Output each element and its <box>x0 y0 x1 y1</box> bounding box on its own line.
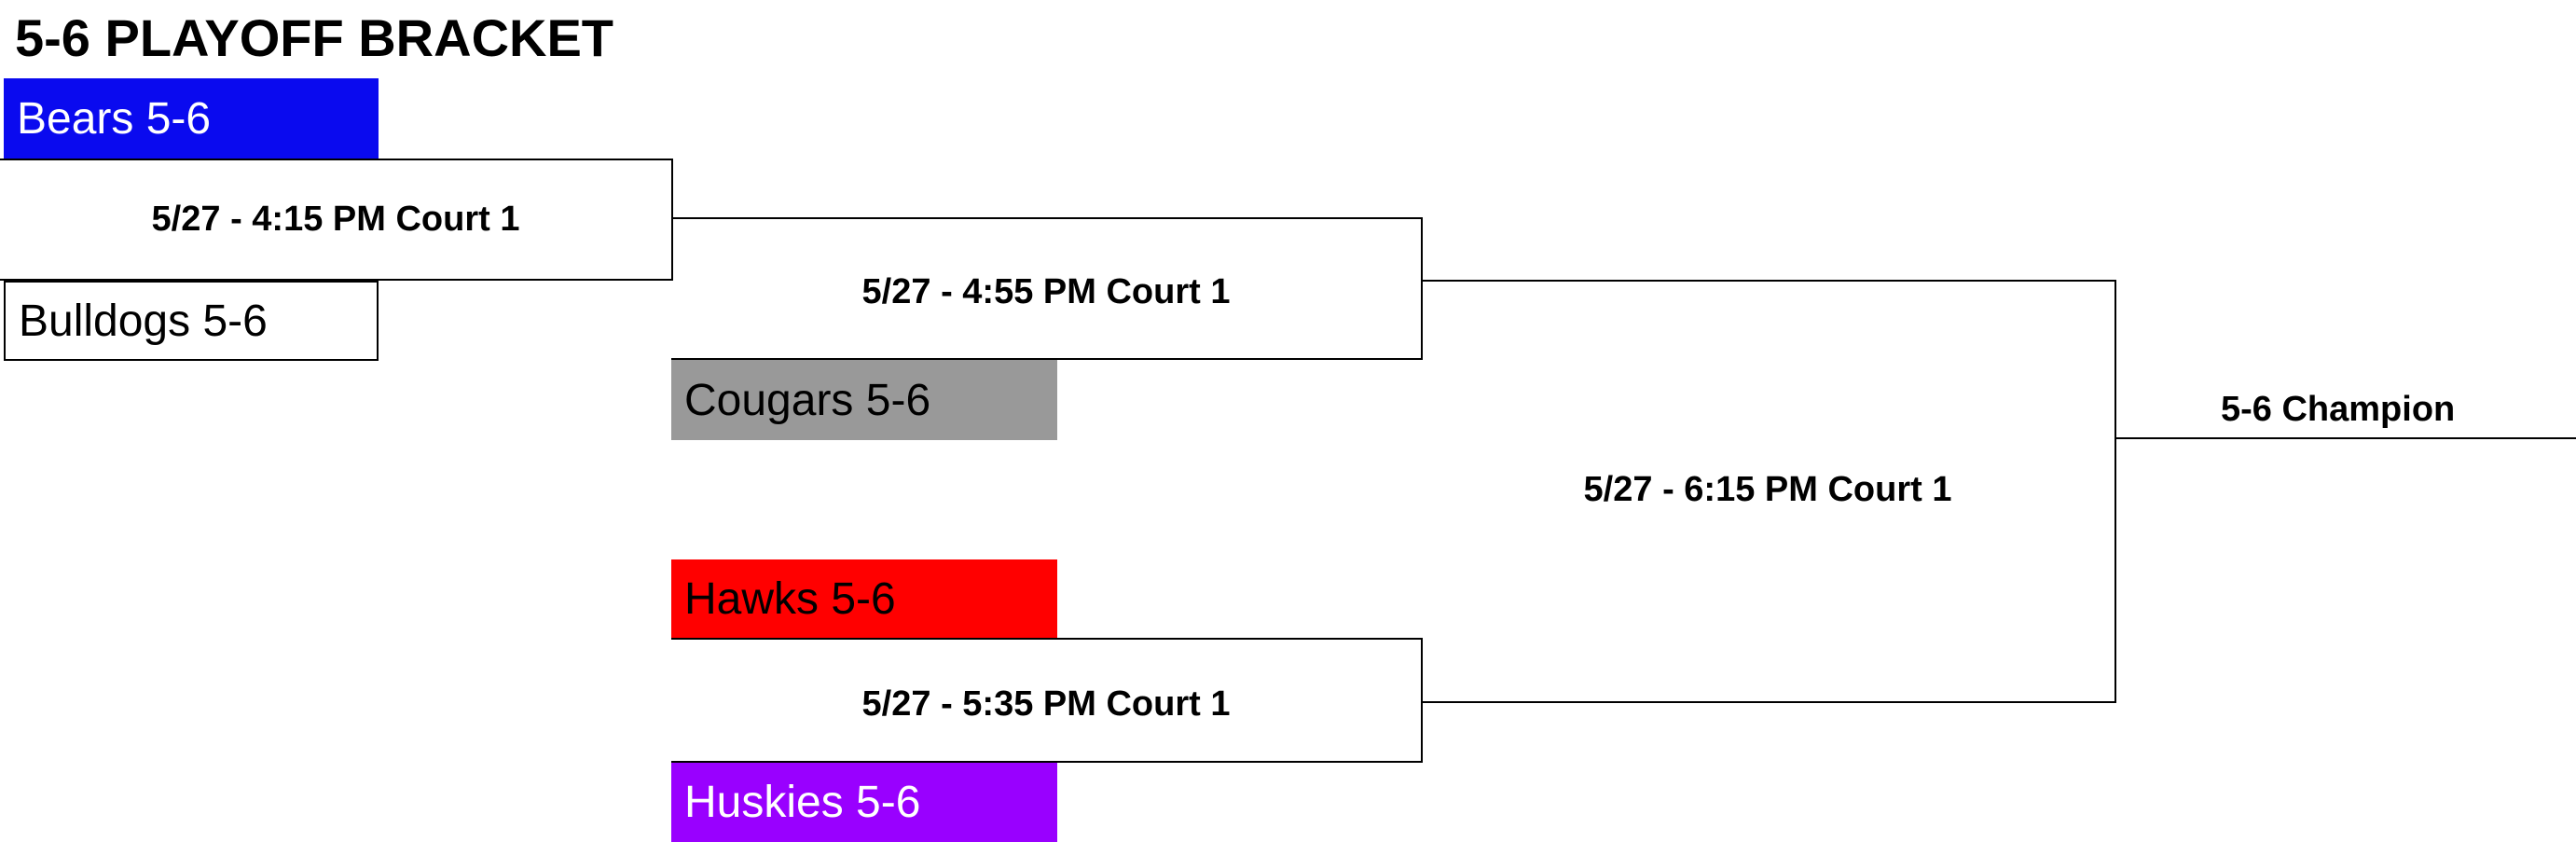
team-bears: Bears 5-6 <box>4 78 379 159</box>
final-slot: 5/27 - 6:15 PM Court 1 <box>1421 280 2116 703</box>
team-bulldogs: Bulldogs 5-6 <box>4 281 379 361</box>
game-2-slot: 5/27 - 4:55 PM Court 1 <box>671 217 1423 360</box>
game-1-time: 5/27 - 4:15 PM Court 1 <box>151 200 520 239</box>
champion-line <box>2115 437 2576 439</box>
champion-label: 5-6 Champion <box>2221 390 2456 429</box>
team-cougars: Cougars 5-6 <box>671 360 1057 440</box>
team-label: Hawks 5-6 <box>684 573 896 624</box>
team-label: Cougars 5-6 <box>684 375 931 425</box>
bracket-title: 5-6 PLAYOFF BRACKET <box>15 8 614 67</box>
game-3-slot: 5/27 - 5:35 PM Court 1 <box>671 638 1423 763</box>
game-1-slot: 5/27 - 4:15 PM Court 1 <box>0 159 673 281</box>
team-huskies: Huskies 5-6 <box>671 763 1057 842</box>
team-label: Bulldogs 5-6 <box>19 296 268 346</box>
team-label: Huskies 5-6 <box>684 778 921 827</box>
team-hawks: Hawks 5-6 <box>671 559 1057 638</box>
final-time: 5/27 - 6:15 PM Court 1 <box>1583 469 1952 509</box>
game-3-time: 5/27 - 5:35 PM Court 1 <box>861 683 1231 724</box>
game-2-time: 5/27 - 4:55 PM Court 1 <box>861 272 1231 311</box>
team-label: Bears 5-6 <box>17 93 212 144</box>
